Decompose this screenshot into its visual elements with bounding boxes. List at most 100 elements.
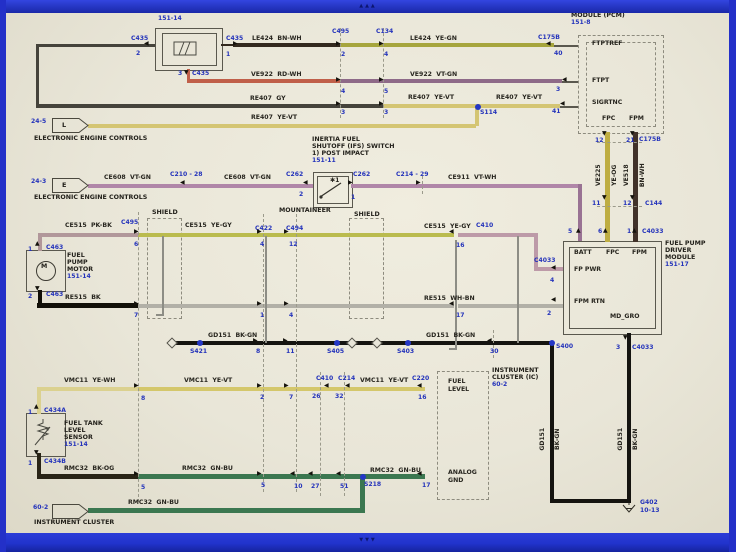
wire-arrow: ▶ bbox=[134, 470, 139, 477]
wire-label: CE911 VT-WH bbox=[448, 174, 497, 181]
wire-arrow: ▶ bbox=[379, 40, 384, 47]
wire-le424-ye-gn bbox=[340, 43, 554, 47]
wire-re407-ye-vt bbox=[383, 104, 560, 108]
pin-number: 1 bbox=[627, 228, 632, 235]
scroll-down-indicator[interactable]: ▼▼▼ bbox=[359, 537, 377, 543]
wire-label: RE515 BK bbox=[65, 294, 101, 301]
scroll-up-indicator[interactable]: ▲▲▲ bbox=[359, 3, 377, 9]
wire-arrow: ▶ bbox=[336, 40, 341, 47]
pin-number: 11 bbox=[286, 348, 295, 355]
pin-number: 5 bbox=[261, 482, 266, 489]
motor-title: FUEL bbox=[67, 252, 85, 259]
wire-arrow: ▶ bbox=[284, 228, 289, 235]
instrument-cluster-box bbox=[437, 371, 489, 500]
wire-label: VMC11 YE-VT bbox=[184, 377, 233, 384]
shield-drain bbox=[449, 348, 457, 350]
pin-number: 2 bbox=[136, 50, 141, 57]
fpdm-pin-fpc: FPC bbox=[606, 249, 620, 256]
pin-number: 3 bbox=[341, 109, 346, 116]
wire-label: RMC32 BK-OG bbox=[64, 465, 115, 472]
wire-gd151-bk-gn bbox=[176, 341, 552, 345]
wire-arrow: ▶ bbox=[233, 40, 238, 47]
ground-page-ref: 10-13 bbox=[640, 507, 660, 514]
fpdm-pin-fpm: FPM bbox=[632, 249, 647, 256]
connector-boundary bbox=[422, 176, 423, 194]
wire-label: CE515 YE-GY bbox=[424, 223, 471, 230]
connector-id: C262 bbox=[353, 171, 371, 178]
wire-label: GD151 BK-GN bbox=[426, 332, 476, 339]
wire-re407-ye-vt bbox=[88, 124, 476, 128]
wire-ce515-pk-bk bbox=[38, 233, 138, 237]
wire-arrow: ▶ bbox=[257, 228, 262, 235]
connector-id: C144 bbox=[645, 200, 663, 207]
pin-number: 4 bbox=[260, 241, 265, 248]
fpdm-pin-fpm-rtn: FPM RTN bbox=[574, 298, 605, 305]
connector-id: C422 bbox=[255, 225, 273, 232]
ground-branch-diamond bbox=[371, 337, 383, 349]
connector-id: C435 bbox=[226, 35, 244, 42]
wire-label: CE608 VT-GN bbox=[104, 174, 151, 181]
fpdm-pin-batt: BATT bbox=[574, 249, 592, 256]
wire-arrow: ▶ bbox=[257, 470, 262, 477]
connector-id: C410 bbox=[316, 375, 334, 382]
pin-lead bbox=[560, 106, 578, 108]
fpdm-pin-fp-pwr: FP PWR bbox=[574, 266, 602, 273]
pin-number: 41 bbox=[552, 108, 561, 115]
wire-rmc32-gn-bu bbox=[88, 508, 365, 513]
connector-id: C434A bbox=[44, 407, 66, 414]
wire-le424-bn-wh bbox=[233, 43, 340, 47]
wire-arrow: ▲ bbox=[34, 403, 39, 410]
wire-arrow: ◀ bbox=[487, 337, 492, 344]
wire-arrow: ▶ bbox=[379, 100, 384, 107]
pin-number: 7 bbox=[134, 312, 139, 319]
wire-arrow: ▶ bbox=[257, 300, 262, 307]
wire-ve922-vt-gn bbox=[340, 79, 562, 83]
wire-re407-ye-vt bbox=[475, 106, 479, 126]
wire-label: CE515 YE-GY bbox=[185, 222, 232, 229]
wire-arrow: ◀ bbox=[290, 470, 295, 477]
wire-arrow: ▶ bbox=[257, 382, 262, 389]
pin-number: 2 bbox=[260, 394, 265, 401]
splice-s218 bbox=[360, 474, 366, 480]
wire-arrow: ▶ bbox=[379, 76, 384, 83]
pin-number: 27 bbox=[311, 483, 320, 490]
wire-arrow: ◀ bbox=[546, 40, 551, 47]
connector-id: C410 bbox=[476, 222, 494, 229]
connector-id: C495 bbox=[121, 219, 139, 226]
connector-boundary bbox=[344, 372, 345, 496]
wire-label: LE424 BN-WH bbox=[252, 35, 302, 42]
wire-label-vertical: BK-GN bbox=[631, 428, 639, 450]
eec-label: ELECTRONIC ENGINE CONTROLS bbox=[34, 135, 148, 142]
pcm-box bbox=[578, 35, 664, 134]
fpdm-title: DRIVER bbox=[665, 247, 692, 254]
pin-number: 4 bbox=[289, 312, 294, 319]
splice-s400 bbox=[549, 340, 555, 346]
wire-arrow: ▶ bbox=[253, 337, 258, 344]
wire-label: RMC32 GN-BU bbox=[370, 467, 421, 474]
connector-id: C214 bbox=[338, 375, 356, 382]
pin-number: 26 bbox=[312, 393, 321, 400]
pin-number: 8 bbox=[141, 395, 146, 402]
level-sensor-symbol bbox=[34, 419, 51, 446]
wire-label: RE407 YE-VT bbox=[251, 114, 298, 121]
pin-number: 3 bbox=[556, 86, 561, 93]
pcm-pin-fpc: FPC bbox=[602, 115, 616, 122]
pcm-page-ref: 151-8 bbox=[571, 19, 591, 26]
pin-number: 1 bbox=[351, 194, 356, 201]
connector-boundary bbox=[138, 212, 139, 502]
wire-arrow: ◀ bbox=[180, 179, 185, 186]
ifs-switch-inner bbox=[317, 176, 349, 204]
ic-title: CLUSTER (IC) bbox=[492, 374, 539, 381]
pcm-title: MODULE (PCM) bbox=[571, 12, 625, 19]
shield-region-1 bbox=[147, 218, 182, 319]
pin-number: 1 bbox=[260, 312, 265, 319]
diagram-page bbox=[6, 13, 729, 533]
pin-number: 5 bbox=[384, 88, 389, 95]
ifs-title: SHUTOFF (IFS) SWITCH bbox=[312, 143, 395, 150]
pin-number: 21 bbox=[626, 137, 635, 144]
pin-number: 30 bbox=[490, 348, 499, 355]
fuel-pump-motor-box bbox=[26, 250, 66, 292]
pin-number: 2 bbox=[547, 310, 552, 317]
transducer-symbol bbox=[173, 41, 197, 56]
ref-24-3: 24-3 bbox=[31, 178, 47, 185]
